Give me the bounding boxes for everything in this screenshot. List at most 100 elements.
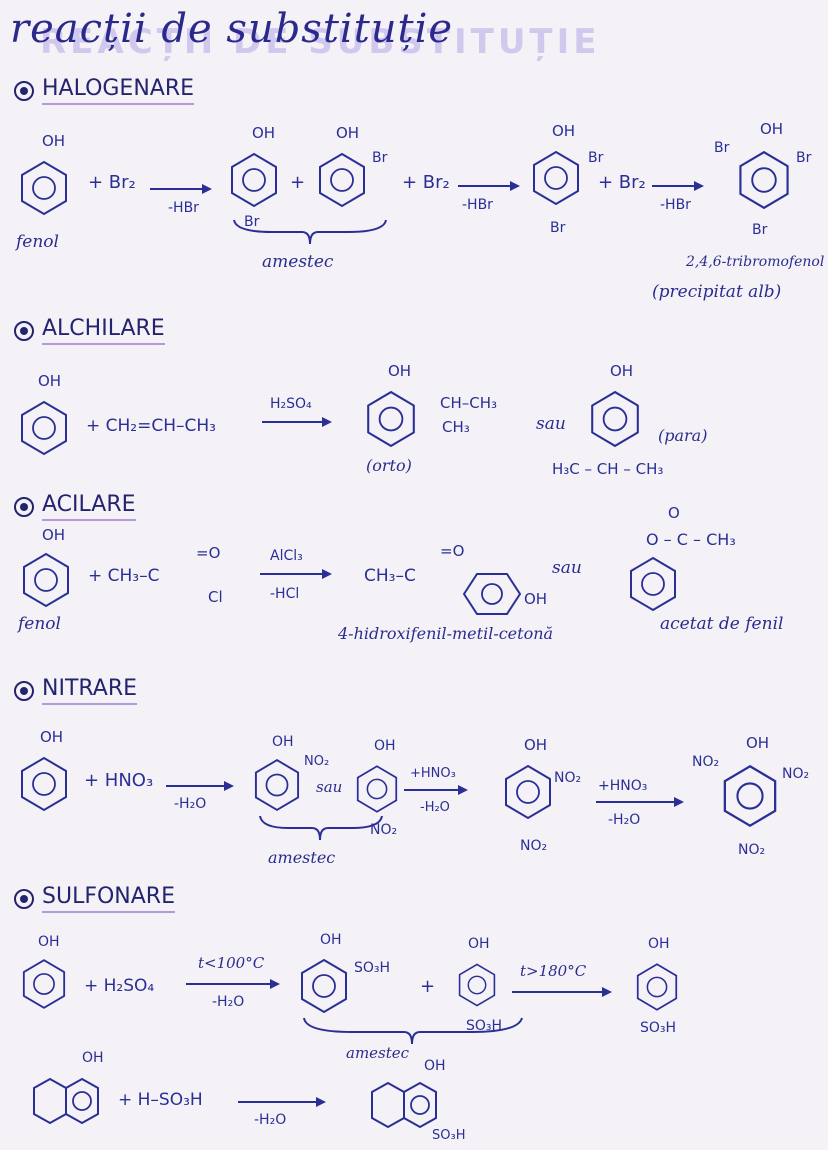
title-highlight: REACȚII DE SUBSTITUȚIE xyxy=(40,22,601,62)
ester-chain-label: O – C – CH₃ xyxy=(646,530,736,549)
product-name-label: 4-hidroxifenil-metil-cetonă xyxy=(338,624,554,643)
benzene-ring-icon xyxy=(367,390,415,448)
reaction-arrow-icon xyxy=(166,781,234,791)
condition-label: -HBr xyxy=(660,197,691,213)
ester-name-label: acetat de fenil xyxy=(660,614,784,634)
br-label: Br xyxy=(550,220,566,236)
benzene-ring-icon xyxy=(21,756,67,812)
mixture-brace-icon xyxy=(233,219,387,245)
oh-label: OH xyxy=(524,736,548,754)
benzene-ring-icon xyxy=(462,573,522,615)
para-label: (para) xyxy=(658,426,708,445)
reagent-label: +HNO₃ xyxy=(410,766,456,781)
benzene-ring-icon xyxy=(21,400,67,456)
oh-label: OH xyxy=(38,934,60,950)
oh-label: OH xyxy=(610,362,634,380)
product-acyl-label: CH₃–C xyxy=(364,566,416,586)
no2-label: NO₂ xyxy=(738,842,766,858)
reaction-arrow-icon xyxy=(262,417,332,427)
so3h-label: SO₃H xyxy=(354,960,391,976)
reagent-label: + Br₂ xyxy=(88,172,136,193)
reagent-cl-label: Cl xyxy=(208,588,223,606)
br-label: Br xyxy=(796,150,812,166)
oh-label: OH xyxy=(252,124,276,142)
oh-label: OH xyxy=(374,738,396,754)
reaction-arrow-icon xyxy=(186,979,280,989)
reagent-label: + Br₂ xyxy=(598,172,646,193)
condition-label: -H₂O xyxy=(608,812,641,828)
oh-label: OH xyxy=(552,122,576,140)
oh-label: OH xyxy=(40,728,64,746)
section-heading-nitrare: NITRARE xyxy=(14,676,138,705)
catalyst-label: H₂SO₄ xyxy=(270,396,312,412)
benzene-ring-icon xyxy=(458,963,496,1007)
benzene-ring-icon xyxy=(723,764,777,828)
benzene-ring-icon xyxy=(231,152,277,208)
section-heading-acilare: ACILARE xyxy=(14,492,136,521)
bullet-icon xyxy=(14,888,34,909)
condition-label: -HBr xyxy=(168,200,199,216)
reagent-label: + HNO₃ xyxy=(84,770,154,791)
oh-label: OH xyxy=(760,120,784,138)
plus-sign: + xyxy=(290,172,306,193)
oh-label: OH xyxy=(468,936,490,952)
no2-label: NO₂ xyxy=(370,822,398,838)
oh-label: OH xyxy=(336,124,360,142)
section-heading-halogenare: HALOGENARE xyxy=(14,76,195,105)
reagent-label: + CH₂=CH–CH₃ xyxy=(86,416,216,436)
benzene-ring-icon xyxy=(636,963,678,1011)
benzene-ring-icon xyxy=(301,958,347,1014)
product-name-label: 2,4,6-tribromofenol xyxy=(686,254,825,270)
oh-label: OH xyxy=(424,1058,446,1074)
sau-label: sau xyxy=(536,414,566,434)
bullet-icon xyxy=(14,680,34,701)
condition-label: -H₂O xyxy=(174,796,207,812)
condition-label: -HCl xyxy=(270,586,300,602)
oh-label: OH xyxy=(388,362,412,380)
sau-label: sau xyxy=(316,778,343,796)
chain-bottom-label: CH₃ xyxy=(442,418,470,436)
oh-label: OH xyxy=(82,1050,104,1066)
reaction-arrow-icon xyxy=(404,785,468,795)
no2-label: NO₂ xyxy=(782,766,810,782)
oh-label: OH xyxy=(320,932,342,948)
oh-label: OH xyxy=(272,734,294,750)
br-label: Br xyxy=(752,222,768,238)
mixture-brace-icon xyxy=(259,815,383,841)
oh-label: OH xyxy=(648,936,670,952)
condition-label: t<100°C xyxy=(198,954,265,972)
condition-label: -H₂O xyxy=(212,994,245,1010)
reaction-arrow-icon xyxy=(150,184,212,194)
benzene-ring-icon xyxy=(591,390,639,448)
oh-label: OH xyxy=(746,734,770,752)
mixture-brace-icon xyxy=(303,1017,523,1045)
oh-label: OH xyxy=(42,526,66,544)
benzene-ring-icon xyxy=(21,160,67,216)
benzene-ring-icon xyxy=(505,764,551,820)
reagent-label: +HNO₃ xyxy=(598,778,648,794)
bullet-icon xyxy=(14,496,34,517)
reaction-arrow-icon xyxy=(260,569,332,579)
bullet-icon xyxy=(14,320,34,341)
reagent-label: + CH₃–C xyxy=(88,566,160,586)
benzene-ring-icon xyxy=(739,150,789,210)
reaction-arrow-icon xyxy=(596,797,684,807)
benzene-ring-icon xyxy=(254,758,300,812)
amestec-label: amestec xyxy=(268,848,336,867)
catalyst-label: AlCl₃ xyxy=(270,548,303,564)
para-chain-label: H₃C – CH – CH₃ xyxy=(552,460,664,478)
product-oh-label: OH xyxy=(524,590,548,608)
reagent-o-label: =O xyxy=(196,544,221,562)
condition-label: -H₂O xyxy=(254,1112,287,1128)
fenol-label: fenol xyxy=(18,614,61,634)
naphthalene-ring-icon xyxy=(33,1077,99,1125)
section-heading-sulfonare: SULFONARE xyxy=(14,884,175,913)
orto-label: (orto) xyxy=(366,456,412,475)
fenol-label: fenol xyxy=(16,232,59,252)
benzene-ring-icon xyxy=(319,152,365,208)
page-title: reacții de substituție xyxy=(10,6,454,52)
amestec-label: amestec xyxy=(346,1044,410,1062)
oh-label: OH xyxy=(38,372,62,390)
reaction-arrow-icon xyxy=(458,181,520,191)
